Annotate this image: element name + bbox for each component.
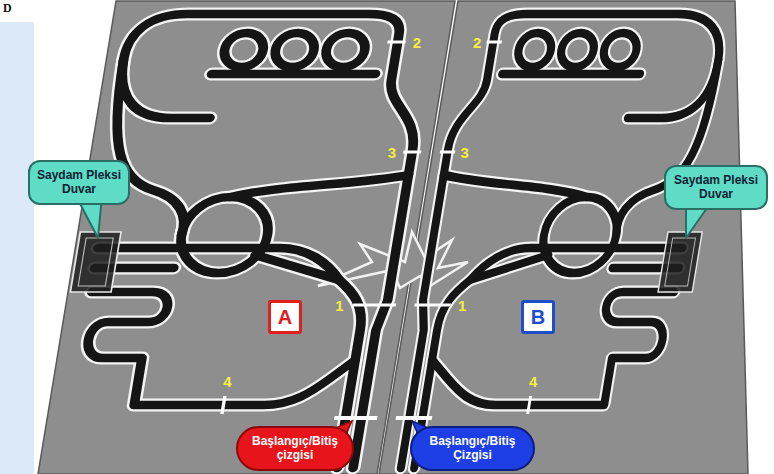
- callout-number: 4: [223, 374, 231, 389]
- page-letter: D: [3, 2, 12, 14]
- callout-number: 3: [388, 145, 396, 160]
- callout-number: 1: [335, 298, 343, 313]
- zone-box: B: [521, 300, 555, 334]
- start-line-callout: Başlangıç/Bitiş çizgisi: [236, 426, 354, 471]
- node-text: Saydam Pleksi Duvar: [672, 173, 760, 202]
- wall-callout: Saydam Pleksi Duvar: [28, 160, 130, 205]
- callout-number: 4: [529, 374, 537, 389]
- callout-number: 3: [460, 145, 468, 160]
- wall-callout: Saydam Pleksi Duvar: [664, 165, 768, 210]
- callout-number: 2: [473, 35, 481, 50]
- node-text: Saydam Pleksi Duvar: [36, 168, 122, 197]
- node-text: Başlangıç/Bitiş çizgisi: [248, 434, 342, 463]
- node-text: B: [526, 305, 550, 329]
- node-text: A: [273, 305, 297, 329]
- zone-box: A: [268, 300, 302, 334]
- node-text: Başlangıç/Bitiş Çizgisi: [422, 434, 523, 463]
- callout-number: 1: [458, 298, 466, 313]
- callout-number: 2: [413, 35, 421, 50]
- start-line-callout: Başlangıç/Bitiş Çizgisi: [410, 426, 535, 471]
